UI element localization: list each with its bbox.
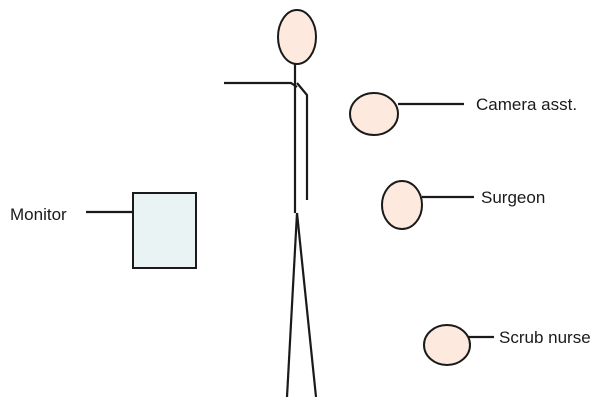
figure-left-arm	[224, 81, 298, 88]
figure-left-leg	[285, 212, 299, 397]
figure-right-leg	[295, 212, 318, 397]
monitor-group: Monitor	[10, 192, 197, 269]
surgeon-group: Surgeon	[381, 180, 545, 230]
monitor-label: Monitor	[10, 205, 67, 224]
surgeon-head	[381, 180, 423, 230]
camera-assistant-head	[349, 92, 399, 136]
monitor-box	[132, 192, 197, 269]
scrub-nurse-label: Scrub nurse	[499, 328, 591, 347]
scrub-nurse-head	[423, 324, 471, 366]
figure-right-arm	[296, 82, 309, 200]
figure-head	[277, 9, 317, 65]
camera-assistant-group: Camera asst.	[349, 92, 577, 136]
scrub-nurse-group: Scrub nurse	[423, 324, 591, 366]
camera-assistant-label: Camera asst.	[476, 95, 577, 114]
surgeon-label: Surgeon	[481, 188, 545, 207]
standing-figure	[224, 9, 318, 397]
